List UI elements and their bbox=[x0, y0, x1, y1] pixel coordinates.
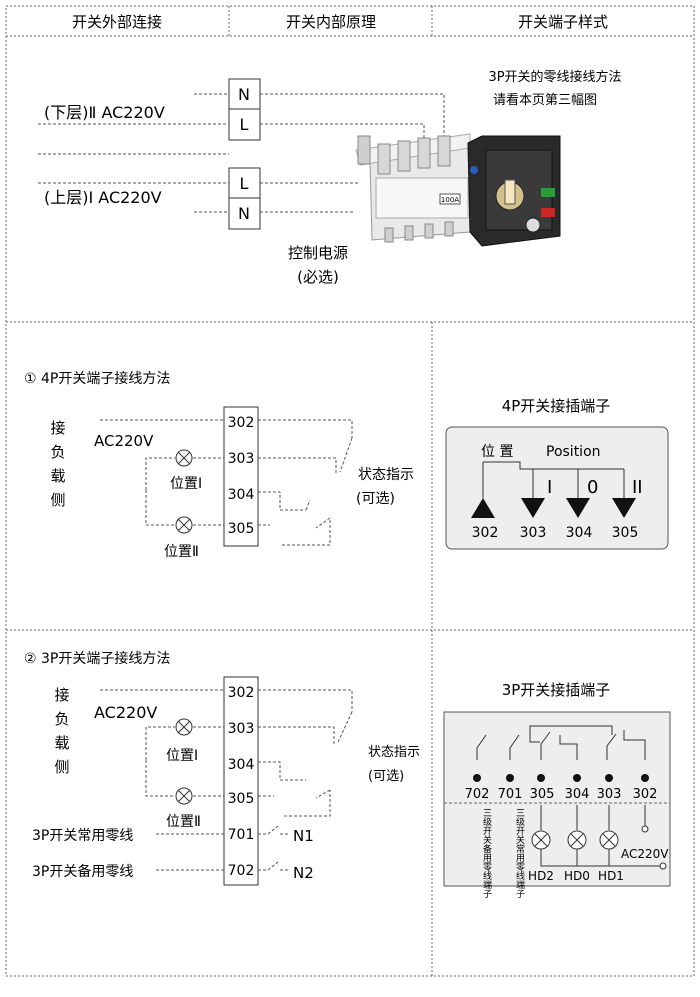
neutral-n2-label: N2 bbox=[293, 864, 314, 882]
load-side-char-2: 负 bbox=[54, 710, 69, 728]
terminal-arrow-up-icon bbox=[471, 498, 495, 518]
table-grid bbox=[5, 5, 695, 977]
load-side-char-4: 侧 bbox=[50, 491, 65, 509]
terminal-arrow-down-icon bbox=[521, 498, 545, 518]
lamp-icon bbox=[175, 787, 193, 805]
position-2-label-3p: 位置Ⅱ bbox=[166, 814, 201, 830]
terminal-702: 702 bbox=[228, 863, 255, 879]
header-external: 开关外部连接 bbox=[72, 13, 162, 31]
panel-3p-title: 3P开关接插端子 bbox=[502, 681, 611, 699]
panel-3p-vtext-backup: 三级开关备用零线端子 bbox=[481, 808, 492, 898]
ac220v-label-4p: AC220V bbox=[94, 432, 154, 450]
terminal-305-4p: 305 bbox=[228, 521, 255, 537]
terminal-arrow-down-icon bbox=[612, 498, 636, 518]
terminal-303-3p: 303 bbox=[228, 721, 255, 737]
terminal-l-top: L bbox=[240, 115, 249, 134]
panel-3p-term-303: 303 bbox=[597, 787, 622, 802]
terminal-303-4p: 303 bbox=[228, 451, 255, 467]
panel-4p-title: 4P开关接插端子 bbox=[502, 397, 611, 415]
position-1-label-3p: 位置Ⅰ bbox=[166, 748, 198, 764]
panel-3p-ac220v: AC220V bbox=[621, 847, 669, 861]
panel-3p-hd1: HD1 bbox=[598, 869, 624, 883]
ac220v-label-3p: AC220V bbox=[94, 703, 157, 722]
header-internal: 开关内部原理 bbox=[286, 13, 376, 31]
terminal-304-4p: 304 bbox=[228, 487, 255, 503]
control-power-required: (必选) bbox=[297, 268, 339, 286]
terminal-l-bottom: L bbox=[240, 174, 249, 193]
load-side-char-4: 侧 bbox=[54, 758, 69, 776]
neutral-n1-label: N1 bbox=[293, 827, 314, 845]
panel-3p-term-302: 302 bbox=[633, 787, 658, 802]
panel-3p-hd2: HD2 bbox=[528, 869, 554, 883]
section-3p-wiring: ② 3P开关端子接线方法 接 负 载 侧 AC220V 302 303 304 … bbox=[24, 650, 671, 898]
section-external-connection: N L L N (下层)Ⅱ AC220V (上层)Ⅰ AC220V 控制电源 (… bbox=[38, 69, 622, 286]
lamp-icon bbox=[175, 449, 193, 467]
status-indicator-4p: 状态指示 bbox=[358, 467, 414, 483]
note-see-third: 请看本页第三幅图 bbox=[493, 92, 597, 108]
section-4p-title: ① 4P开关端子接线方法 bbox=[24, 370, 170, 387]
position-1-label-4p: 位置Ⅰ bbox=[170, 476, 202, 492]
terminal-304-3p: 304 bbox=[228, 757, 255, 773]
product-rating: 100A bbox=[441, 196, 459, 204]
terminal-302-3p: 302 bbox=[228, 685, 255, 701]
panel-4p-pos-en: Position bbox=[546, 444, 601, 460]
panel-3p-term-702: 702 bbox=[465, 787, 490, 802]
load-side-char-1: 接 bbox=[50, 419, 65, 437]
terminal-n-top: N bbox=[238, 85, 250, 104]
neutral-primary-label: 3P开关常用零线 bbox=[32, 828, 133, 844]
load-side-char-3: 载 bbox=[50, 467, 65, 485]
note-3p-neutral: 3P开关的零线接线方法 bbox=[488, 69, 621, 85]
status-indicator-3p: 状态指示 bbox=[368, 745, 420, 760]
lower-layer-label: (下层)Ⅱ AC220V bbox=[44, 103, 165, 122]
panel-3p-term-304: 304 bbox=[565, 787, 590, 802]
terminal-305-3p: 305 bbox=[228, 791, 255, 807]
lamp-icon bbox=[599, 830, 619, 850]
terminal-arrow-down-icon bbox=[566, 498, 590, 518]
terminal-strip-4p bbox=[223, 406, 259, 547]
section-3p-title: ② 3P开关端子接线方法 bbox=[24, 650, 170, 667]
status-optional-4p: (可选) bbox=[356, 491, 395, 507]
terminal-302-4p: 302 bbox=[228, 415, 255, 431]
panel-4p-term-302: 302 bbox=[472, 525, 499, 541]
lamp-icon bbox=[175, 718, 193, 736]
panel-3p-term-305: 305 bbox=[530, 787, 555, 802]
panel-3p-hd0: HD0 bbox=[564, 869, 590, 883]
panel-3p-vtext-primary: 三级开关常用零线端子 bbox=[514, 808, 525, 898]
panel-4p-term-305: 305 bbox=[612, 525, 639, 541]
panel-4p-pos-cn: 位 置 bbox=[481, 444, 513, 460]
load-side-char-3: 载 bbox=[54, 734, 69, 752]
position-2-label-4p: 位置Ⅱ bbox=[164, 544, 199, 560]
panel-4p-term-304: 304 bbox=[566, 525, 593, 541]
upper-layer-label: (上层)Ⅰ AC220V bbox=[44, 188, 162, 207]
terminal-strip-3p bbox=[223, 676, 259, 886]
lamp-icon bbox=[175, 516, 193, 534]
panel-4p-mark-2: II bbox=[632, 477, 643, 498]
header-terminal: 开关端子样式 bbox=[518, 13, 608, 31]
load-side-char-1: 接 bbox=[54, 686, 69, 704]
panel-4p-mark-1: I bbox=[547, 477, 552, 498]
transfer-switch-illustration bbox=[355, 133, 561, 247]
panel-4p-mark-0: 0 bbox=[587, 477, 598, 498]
status-optional-3p: (可选) bbox=[368, 769, 404, 784]
lamp-icon bbox=[531, 830, 551, 850]
neutral-backup-label: 3P开关备用零线 bbox=[32, 863, 133, 880]
section-4p-wiring: ① 4P开关端子接线方法 接 负 载 侧 AC220V 302 303 304 … bbox=[24, 370, 669, 560]
terminal-n-bottom: N bbox=[238, 204, 250, 223]
panel-4p bbox=[445, 426, 669, 550]
load-side-char-2: 负 bbox=[50, 443, 65, 461]
control-power-label: 控制电源 bbox=[288, 244, 348, 262]
terminal-701: 701 bbox=[228, 827, 255, 843]
panel-4p-term-303: 303 bbox=[520, 525, 547, 541]
panel-3p-term-701: 701 bbox=[498, 787, 523, 802]
lamp-icon bbox=[567, 830, 587, 850]
